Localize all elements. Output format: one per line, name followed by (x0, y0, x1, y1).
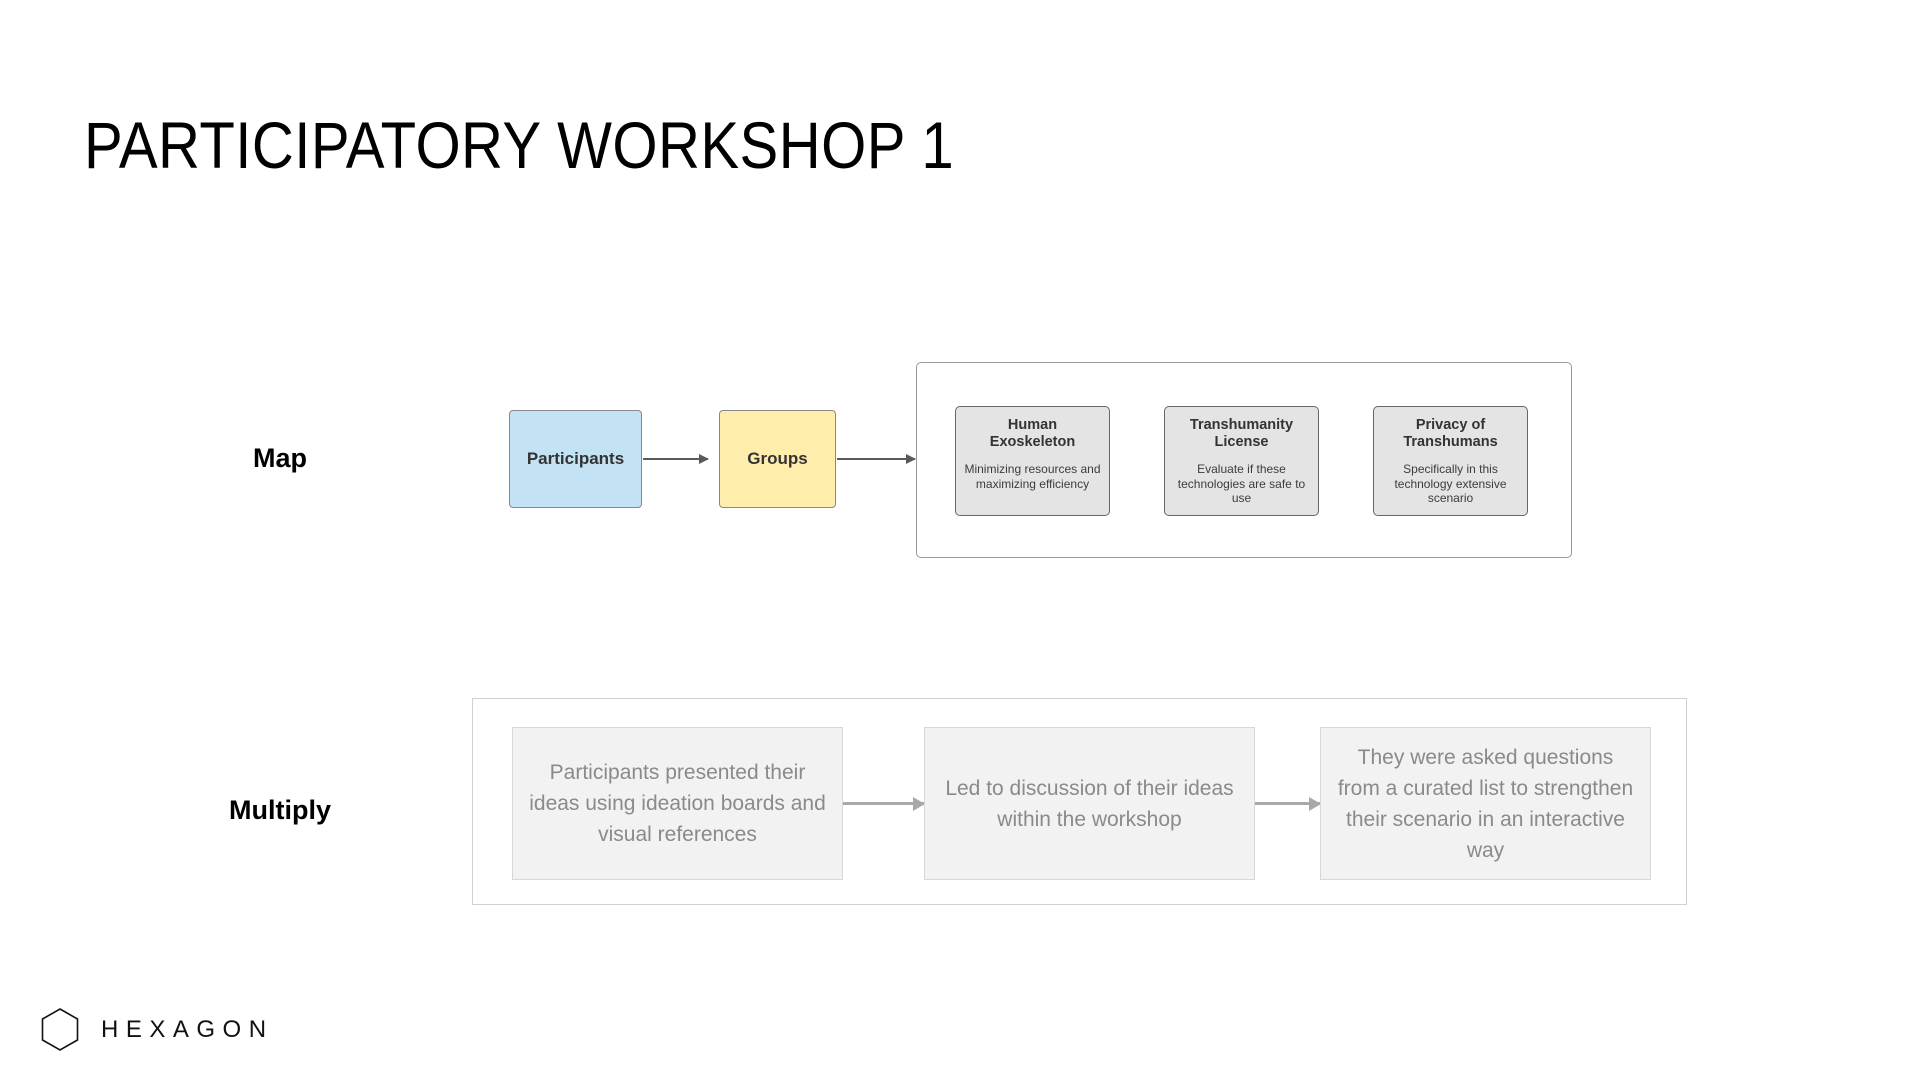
map-card[interactable]: Privacy of Transhumans Specifically in t… (1373, 406, 1528, 516)
map-card-description: Evaluate if these technologies are safe … (1177, 462, 1306, 505)
multiply-card[interactable]: Led to discussion of their ideas within … (924, 727, 1255, 880)
arrow-step1-to-step2 (843, 796, 925, 811)
map-card[interactable]: Human Exoskeleton Minimizing resources a… (955, 406, 1110, 516)
arrow-step2-to-step3 (1255, 796, 1321, 811)
hexagon-icon (41, 1008, 79, 1051)
arrow-participants-to-groups (643, 454, 709, 464)
multiply-card[interactable]: They were asked questions from a curated… (1320, 727, 1651, 880)
map-card-title: Transhumanity License (1189, 417, 1294, 450)
multiply-steps-container: Participants presented their ideas using… (472, 698, 1687, 905)
map-card-title: Human Exoskeleton (989, 417, 1076, 450)
multiply-card[interactable]: Participants presented their ideas using… (512, 727, 843, 880)
multiply-row: Participants presented their ideas using… (0, 698, 1920, 908)
map-node-groups[interactable]: Groups (719, 410, 836, 508)
map-card[interactable]: Transhumanity License Evaluate if these … (1164, 406, 1319, 516)
page-title: PARTICIPATORY WORKSHOP 1 (84, 108, 955, 182)
map-node-participants[interactable]: Participants (509, 410, 642, 508)
row-label-map: Map (253, 443, 307, 473)
arrow-groups-to-scenarios (837, 454, 916, 464)
footer-logo: HEXAGON (40, 1007, 274, 1052)
logo-wordmark: HEXAGON (101, 1015, 274, 1043)
map-card-description: Specifically in this technology extensiv… (1394, 462, 1507, 505)
map-card-title: Privacy of Transhumans (1403, 417, 1498, 450)
map-scenarios-container: Human Exoskeleton Minimizing resources a… (916, 362, 1572, 558)
map-card-description: Minimizing resources and maximizing effi… (964, 462, 1101, 491)
map-row: Participants Groups Human Exoskeleton Mi… (0, 360, 1920, 560)
row-label-multiply: Multiply (229, 795, 331, 825)
